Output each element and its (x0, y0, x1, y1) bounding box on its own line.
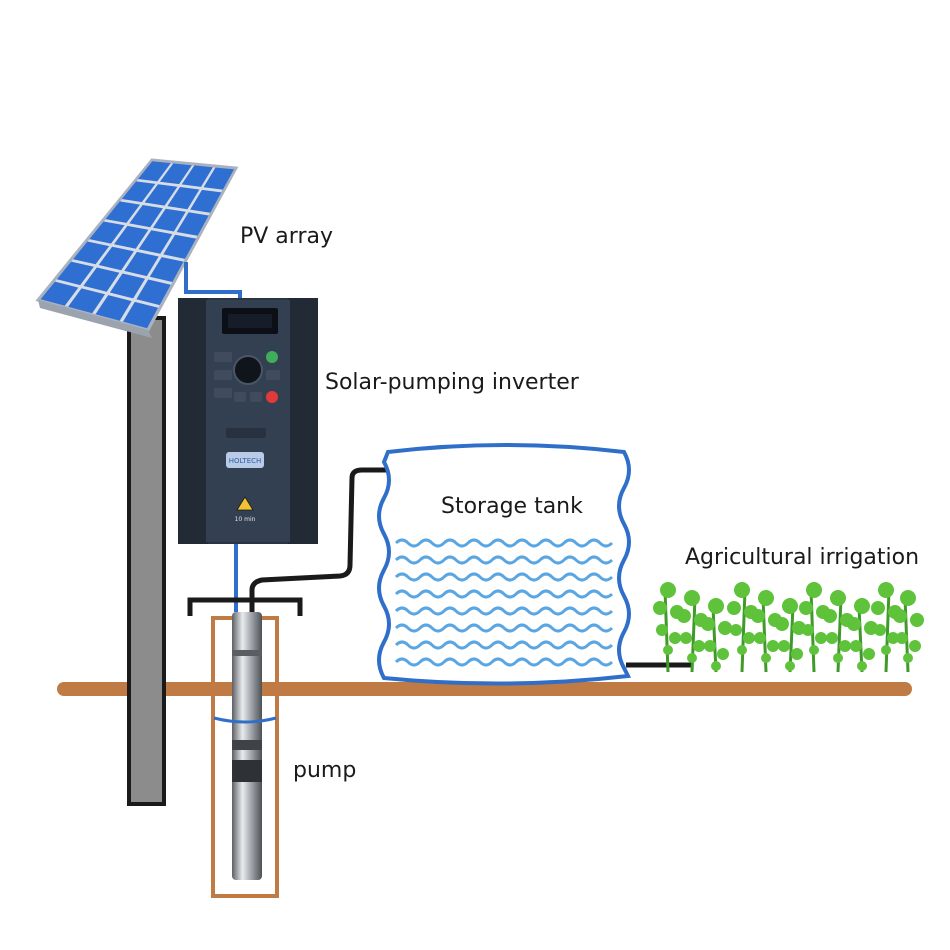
water-wave (394, 657, 614, 667)
pv-cell (114, 225, 149, 249)
pv-cell (40, 281, 79, 306)
solar-pumping-inverter: HOLTECH 10 min (178, 298, 318, 544)
wellhead-bracket (187, 597, 303, 616)
pv-cell (98, 246, 134, 271)
storage-tank-label: Storage tank (441, 494, 583, 519)
crop-plant (893, 590, 924, 673)
pv-cell (95, 295, 132, 321)
pv-cell (159, 163, 192, 185)
pv-cell (89, 221, 125, 244)
pv-cell (83, 267, 120, 292)
pv-cell (73, 241, 110, 265)
water-wave (394, 572, 614, 582)
storage-tank (377, 443, 632, 686)
pv-cell (56, 261, 94, 286)
submersible-pump (232, 612, 262, 880)
pv-cell (203, 167, 234, 190)
pv-cell (167, 187, 200, 210)
water-wave (394, 555, 614, 565)
crop-plant (799, 582, 830, 673)
water-wave (394, 538, 614, 548)
enter-key (214, 370, 232, 380)
pv-cell (176, 212, 209, 236)
water-wave (394, 589, 614, 599)
irrigated-crops (653, 582, 924, 673)
panel-support-pole (127, 316, 166, 806)
crop-plant (653, 582, 684, 673)
brand-badge (226, 452, 264, 468)
pv-cell (68, 288, 105, 314)
brand-text: HOLTECH (229, 457, 262, 465)
well-water-level (213, 716, 277, 724)
crop-plant (677, 590, 708, 673)
pv-cell (123, 301, 159, 329)
pv-cell (109, 273, 146, 299)
water-wave (394, 640, 614, 650)
inverter-label: Solar-pumping inverter (325, 370, 580, 395)
pv-array-label: PV array (240, 224, 333, 249)
pv-cell (105, 201, 140, 223)
pv-to-inverter-wire (184, 262, 242, 300)
pv-cells (40, 161, 234, 329)
crop-plant (847, 598, 878, 673)
pv-cell (121, 181, 156, 203)
pv-cell (124, 251, 159, 277)
warning-triangle-icon (236, 496, 254, 511)
water-wave (394, 623, 614, 633)
pump-label: pump (293, 758, 356, 783)
stop-key (266, 391, 278, 403)
pv-cell (129, 205, 163, 228)
pv-array-panel (35, 158, 239, 338)
pv-cell (181, 165, 213, 187)
crop-plant (823, 590, 854, 673)
discharge-pipe (249, 467, 418, 616)
mode-key (214, 352, 232, 362)
pv-cell (138, 230, 173, 254)
pv-cell (144, 184, 178, 206)
run-key (266, 351, 278, 363)
pv-cell (190, 189, 222, 213)
pv-cell (138, 161, 171, 182)
pv-cell (136, 279, 171, 306)
warning-time: 10 min (235, 516, 256, 523)
crop-plant (701, 598, 732, 673)
crop-plant (751, 590, 782, 673)
pv-cell (163, 234, 197, 259)
pv-cell (149, 257, 184, 282)
control-knob (233, 355, 263, 385)
crop-plant (727, 582, 758, 673)
pv-cell (153, 208, 186, 232)
irrigation-label: Agricultural irrigation (685, 545, 919, 570)
water-wave (394, 606, 614, 616)
tank-water-waves (394, 538, 614, 667)
crop-plant (871, 582, 902, 673)
